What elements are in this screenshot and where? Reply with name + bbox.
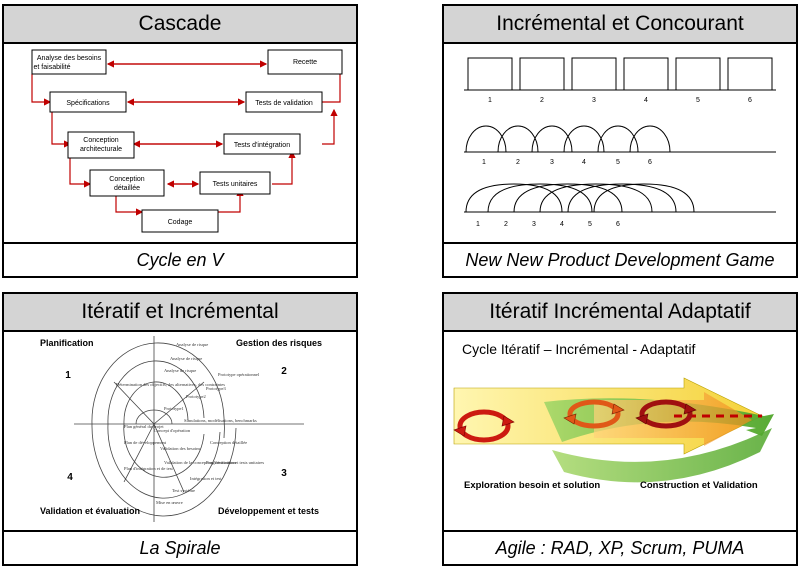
cascade-title: Cascade	[4, 6, 356, 44]
label-construction: Construction et Validation	[640, 480, 758, 491]
row1-num-4: 4	[644, 97, 648, 104]
spiral-text: Prototype2	[186, 394, 206, 399]
box-tests-unitaires-text: Tests unitaires	[213, 181, 258, 188]
quadrant-3-number: 3	[281, 468, 287, 479]
row3-num-6: 6	[616, 221, 620, 228]
panel-adaptatif: Itératif Incrémental Adaptatif Cycle Ité…	[442, 292, 798, 566]
spiral-text: Prototype3	[206, 386, 226, 391]
row1-num-3: 3	[592, 97, 596, 104]
box-tests-unitaires	[199, 171, 271, 195]
row1-num-1: 1	[488, 97, 492, 104]
row1-num-2: 2	[540, 97, 544, 104]
cycle-icon-middle	[563, 399, 625, 429]
spiral-text: Mise en œuvre	[156, 500, 183, 505]
box-analyse	[31, 49, 107, 75]
spiral-text: Prototype1	[164, 406, 184, 411]
box-conception-arch-text: Conception	[83, 137, 119, 144]
box-specs-text: Spécifications	[66, 100, 110, 107]
adaptatif-title: Itératif Incrémental Adaptatif	[444, 294, 796, 332]
label-exploration: Exploration besoin et solution	[464, 480, 600, 491]
quadrant-2-number: 2	[281, 366, 287, 377]
incremental-caption: New New Product Development Game	[444, 242, 796, 276]
row3-num-3: 3	[532, 221, 536, 228]
box-conception-det	[89, 169, 165, 197]
spiral-text: Prototype opérationnel	[218, 372, 260, 377]
box-specs	[49, 91, 127, 113]
row3-num-5: 5	[588, 221, 592, 228]
row1-num-5: 5	[696, 97, 700, 104]
spirale-caption: La Spirale	[4, 530, 356, 564]
row2-num-1: 1	[482, 159, 486, 166]
row3-num-1: 1	[476, 221, 480, 228]
incremental-title: Incrémental et Concourant	[444, 6, 796, 44]
overlap-diagram: 1 2 3 4 5 6 1 2 3 4 5 6 1 2 3 4 5 6	[464, 57, 776, 228]
box-codage	[141, 209, 219, 233]
quadrant-1-number: 1	[65, 370, 71, 381]
row2-num-6: 6	[648, 159, 652, 166]
quadrant-4-number: 4	[67, 472, 73, 483]
box-tests-validation-text: Tests de validation	[255, 100, 313, 107]
panel-spirale: Itératif et Incrémental	[2, 292, 358, 566]
cycle-icon-left	[453, 409, 515, 443]
spiral-text: Détermination des objectifs, des alterna…	[116, 382, 225, 388]
spiral-text: Analyse de risque	[170, 356, 202, 361]
row2-num-5: 5	[616, 159, 620, 166]
box-conception-arch	[67, 131, 135, 159]
box-conception-arch-text2: architecturale	[80, 146, 122, 153]
quadrant-planification: Planification	[40, 338, 94, 348]
adaptatif-caption: Agile : RAD, XP, Scrum, PUMA	[444, 530, 796, 564]
spiral-diagram: Planification 1 Gestion des risques 2 3 …	[40, 336, 322, 522]
cascade-diagram: Analyse des besoins et faisabilité Recet…	[4, 44, 356, 242]
row3-num-4: 4	[560, 221, 564, 228]
box-conception-det-text2: détaillée	[114, 185, 140, 192]
quadrant-validation: Validation et évaluation	[40, 506, 140, 516]
spiral-text: Analyse de risque	[176, 342, 208, 347]
spiral-text: Simulations, modélisations, benchmarks	[184, 418, 257, 424]
v-cycle-diagram: Analyse des besoins et faisabilité Recet…	[31, 49, 343, 233]
spirale-title: Itératif et Incrémental	[4, 294, 356, 332]
spiral-text: Validation des besoins	[160, 446, 200, 451]
box-analyse-text: Analyse des besoins	[37, 55, 102, 62]
row2-num-2: 2	[516, 159, 520, 166]
spiral-text: Analyse de risque	[164, 368, 196, 373]
row3-num-2: 2	[504, 221, 508, 228]
spiral-text: Intégration et test	[190, 476, 222, 481]
quadrant-developpement: Développement et tests	[218, 506, 319, 516]
panel-incremental: Incrémental et Concourant	[442, 4, 798, 278]
spirale-diagram: Planification 1 Gestion des risques 2 3 …	[4, 332, 356, 530]
spiral-text: Programmation et tests unitaires	[206, 460, 264, 465]
panel-cascade: Cascade	[2, 4, 358, 278]
spiral-text: Concept d'opération	[154, 428, 191, 433]
box-conception-det-text: Conception	[109, 176, 145, 183]
spiral-text: Plan de développement	[124, 440, 167, 445]
spiral-text: Conception détaillée	[210, 440, 247, 445]
adaptatif-diagram: Cycle Itératif – Incrémental - Adaptatif	[444, 332, 796, 530]
cascade-caption: Cycle en V	[4, 242, 356, 276]
incremental-diagram: 1 2 3 4 5 6 1 2 3 4 5 6 1 2 3 4 5 6	[444, 44, 796, 242]
box-recette-text: Recette	[293, 59, 317, 66]
spiral-text: Plan d'intégration et de test	[124, 466, 174, 471]
quadrant-gestion-risques: Gestion des risques	[236, 338, 322, 348]
box-tests-validation	[245, 91, 323, 113]
cycle-icon-right	[635, 399, 697, 429]
row1-num-6: 6	[748, 97, 752, 104]
spiral-text: Plan général du projet	[124, 424, 164, 429]
box-codage-text: Codage	[168, 219, 193, 226]
box-recette	[267, 49, 343, 75]
box-analyse-text2: et faisabilité	[34, 64, 71, 71]
agile-subtitle: Cycle Itératif – Incrémental - Adaptatif	[462, 341, 696, 357]
agile-diagram: Cycle Itératif – Incrémental - Adaptatif	[453, 341, 774, 491]
spiral-text: Test système	[172, 488, 195, 493]
row2-num-4: 4	[582, 159, 586, 166]
spiral-text: Validation de la conception Vérification	[164, 460, 237, 465]
row2-num-3: 3	[550, 159, 554, 166]
box-tests-integration-text: Tests d'intégration	[234, 142, 290, 149]
box-tests-integration	[223, 133, 301, 155]
